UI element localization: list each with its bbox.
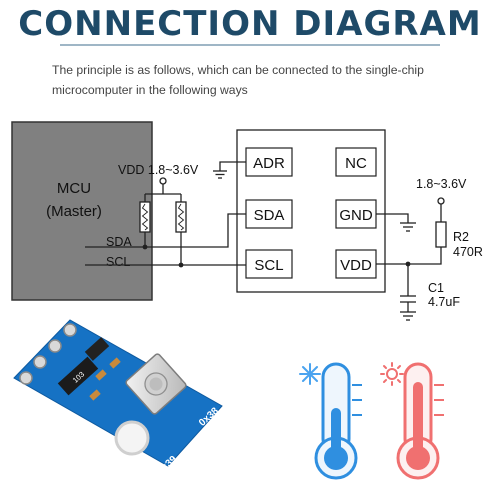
mcu-pin-scl: SCL (106, 255, 130, 269)
header-pin-1 (63, 323, 77, 337)
pullup-supply-label: VDD 1.8~3.6V (118, 163, 199, 177)
pullup-supply-terminal (159, 177, 167, 185)
r2-name: R2 (453, 230, 469, 244)
pullup-resistor-scl (175, 201, 187, 233)
mcu-pin-sda: SDA (106, 235, 132, 249)
pullup-resistors (139, 201, 187, 233)
pin-scl-label: SCL (254, 257, 283, 274)
vdd-wire (376, 247, 442, 265)
pin-sda-label: SDA (254, 207, 285, 224)
junction-sda (142, 244, 148, 250)
page-title: CONNECTION DIAGRAM (18, 4, 482, 44)
wiring (85, 161, 442, 321)
sda-bus (85, 213, 246, 248)
sun-icon (380, 362, 404, 386)
c1-name: C1 (428, 281, 444, 295)
description-line-2: microcomputer in the following ways (52, 83, 248, 97)
pullup-resistor-sda (139, 201, 151, 233)
pin-nc-label: NC (345, 155, 367, 172)
pin-nc-box (335, 147, 377, 177)
sensor-module: 103 0x38 0x39 (13, 314, 236, 477)
junction-vdd (405, 261, 411, 267)
pin-sda-box (245, 199, 293, 229)
description: The principle is as follows, which can b… (52, 60, 472, 100)
pin-gnd-label: GND (339, 207, 373, 224)
mcu-block: MCU (Master) SDA SCL (11, 121, 153, 301)
smd-cap-1 (95, 369, 107, 381)
junction-scl (178, 262, 184, 268)
power-supply-terminal (437, 197, 445, 205)
smd-resistor (57, 356, 99, 396)
smd-cap-2 (89, 389, 101, 401)
sensor-chip (125, 353, 187, 415)
adr-ground-wire (219, 161, 246, 171)
mcu-sublabel: (Master) (46, 203, 102, 220)
regulator-chip (84, 337, 110, 361)
cold-thermometer (299, 362, 362, 480)
resistor-r2 (435, 221, 447, 248)
gnd-wire (376, 213, 409, 223)
pin-adr-label: ADR (253, 155, 285, 172)
mcu-body (11, 121, 153, 301)
power-supply-label: 1.8~3.6V (416, 177, 467, 191)
pin-scl-box (245, 249, 293, 279)
header-pin-2 (48, 339, 62, 353)
r2-value: 470R (453, 245, 483, 259)
description-line-1: The principle is as follows, which can b… (52, 63, 424, 77)
smd-cap-3 (109, 357, 121, 369)
hot-thermometer (380, 362, 444, 480)
pin-gnd-box (335, 199, 377, 229)
c1-value: 4.7uF (428, 295, 460, 309)
mounting-hole (114, 420, 150, 456)
header-pin-4 (19, 371, 33, 385)
title-underline (60, 44, 440, 46)
snowflake-icon (299, 363, 321, 385)
sensor-pins: ADR NC SDA GND SCL VDD (245, 147, 377, 279)
mcu-label: MCU (57, 180, 91, 197)
pin-vdd-label: VDD (340, 257, 372, 274)
header-pin-3 (33, 355, 47, 369)
